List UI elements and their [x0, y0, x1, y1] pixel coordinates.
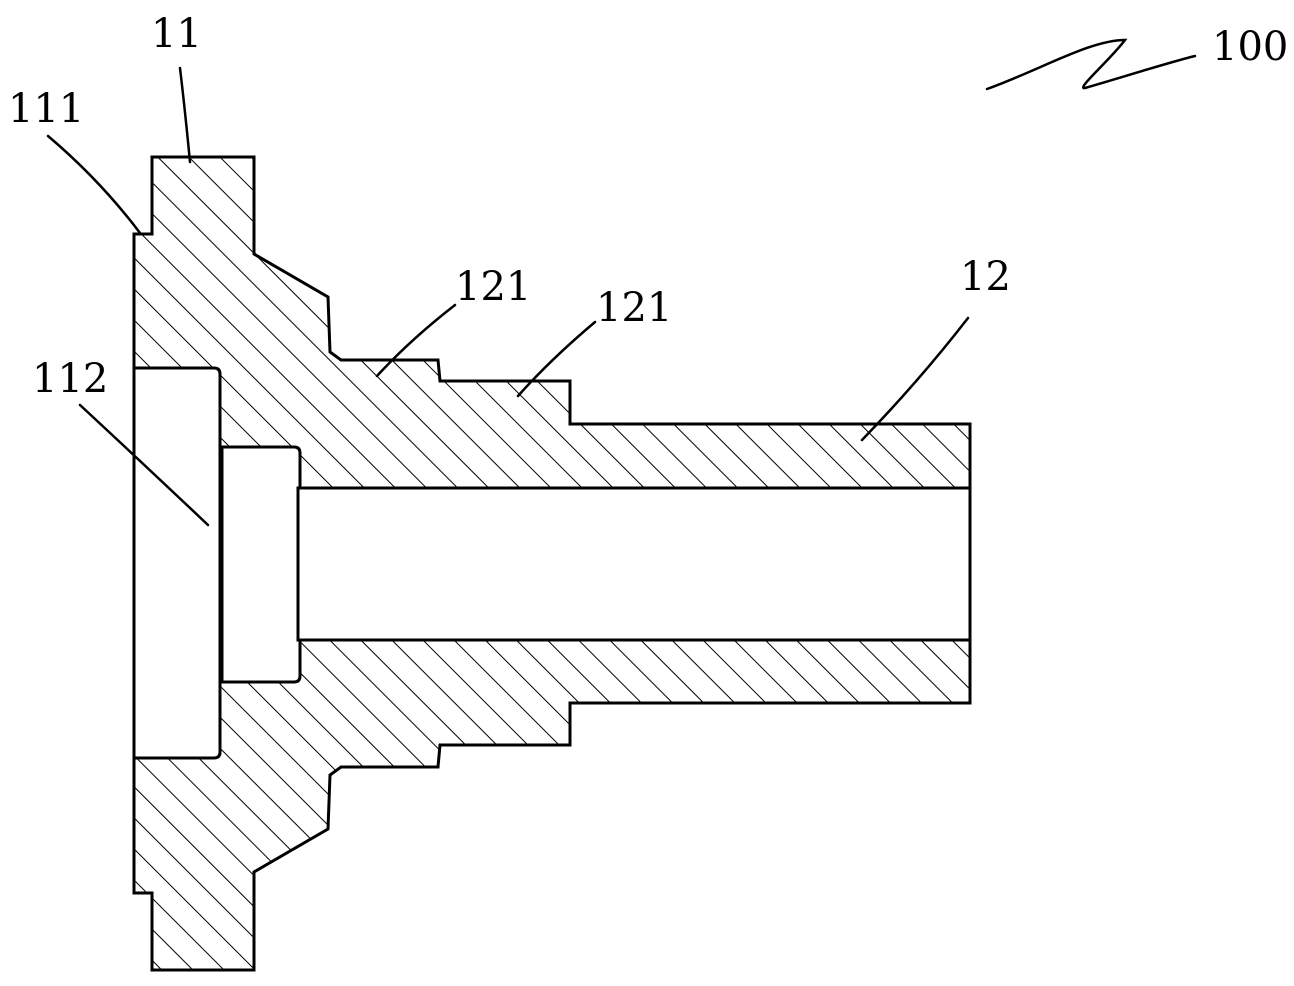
shaft-bore: [296, 486, 972, 642]
label-11: 11: [151, 11, 202, 57]
leader-12: [860, 316, 970, 442]
label-12: 12: [960, 254, 1011, 300]
label-121-first: 121: [455, 264, 531, 310]
label-100: 100: [1212, 24, 1288, 70]
leader-100: [985, 38, 1197, 91]
leader-121-first: [375, 303, 457, 378]
leader-112: [78, 403, 210, 527]
leader-111: [46, 134, 142, 235]
inner-step-cavity: [220, 445, 302, 684]
label-111: 111: [8, 86, 84, 132]
leader-11: [178, 66, 192, 164]
leader-121-second: [516, 320, 597, 398]
label-112: 112: [32, 356, 108, 402]
label-121-second: 121: [596, 285, 672, 331]
counterbore-cavity: [132, 366, 222, 760]
